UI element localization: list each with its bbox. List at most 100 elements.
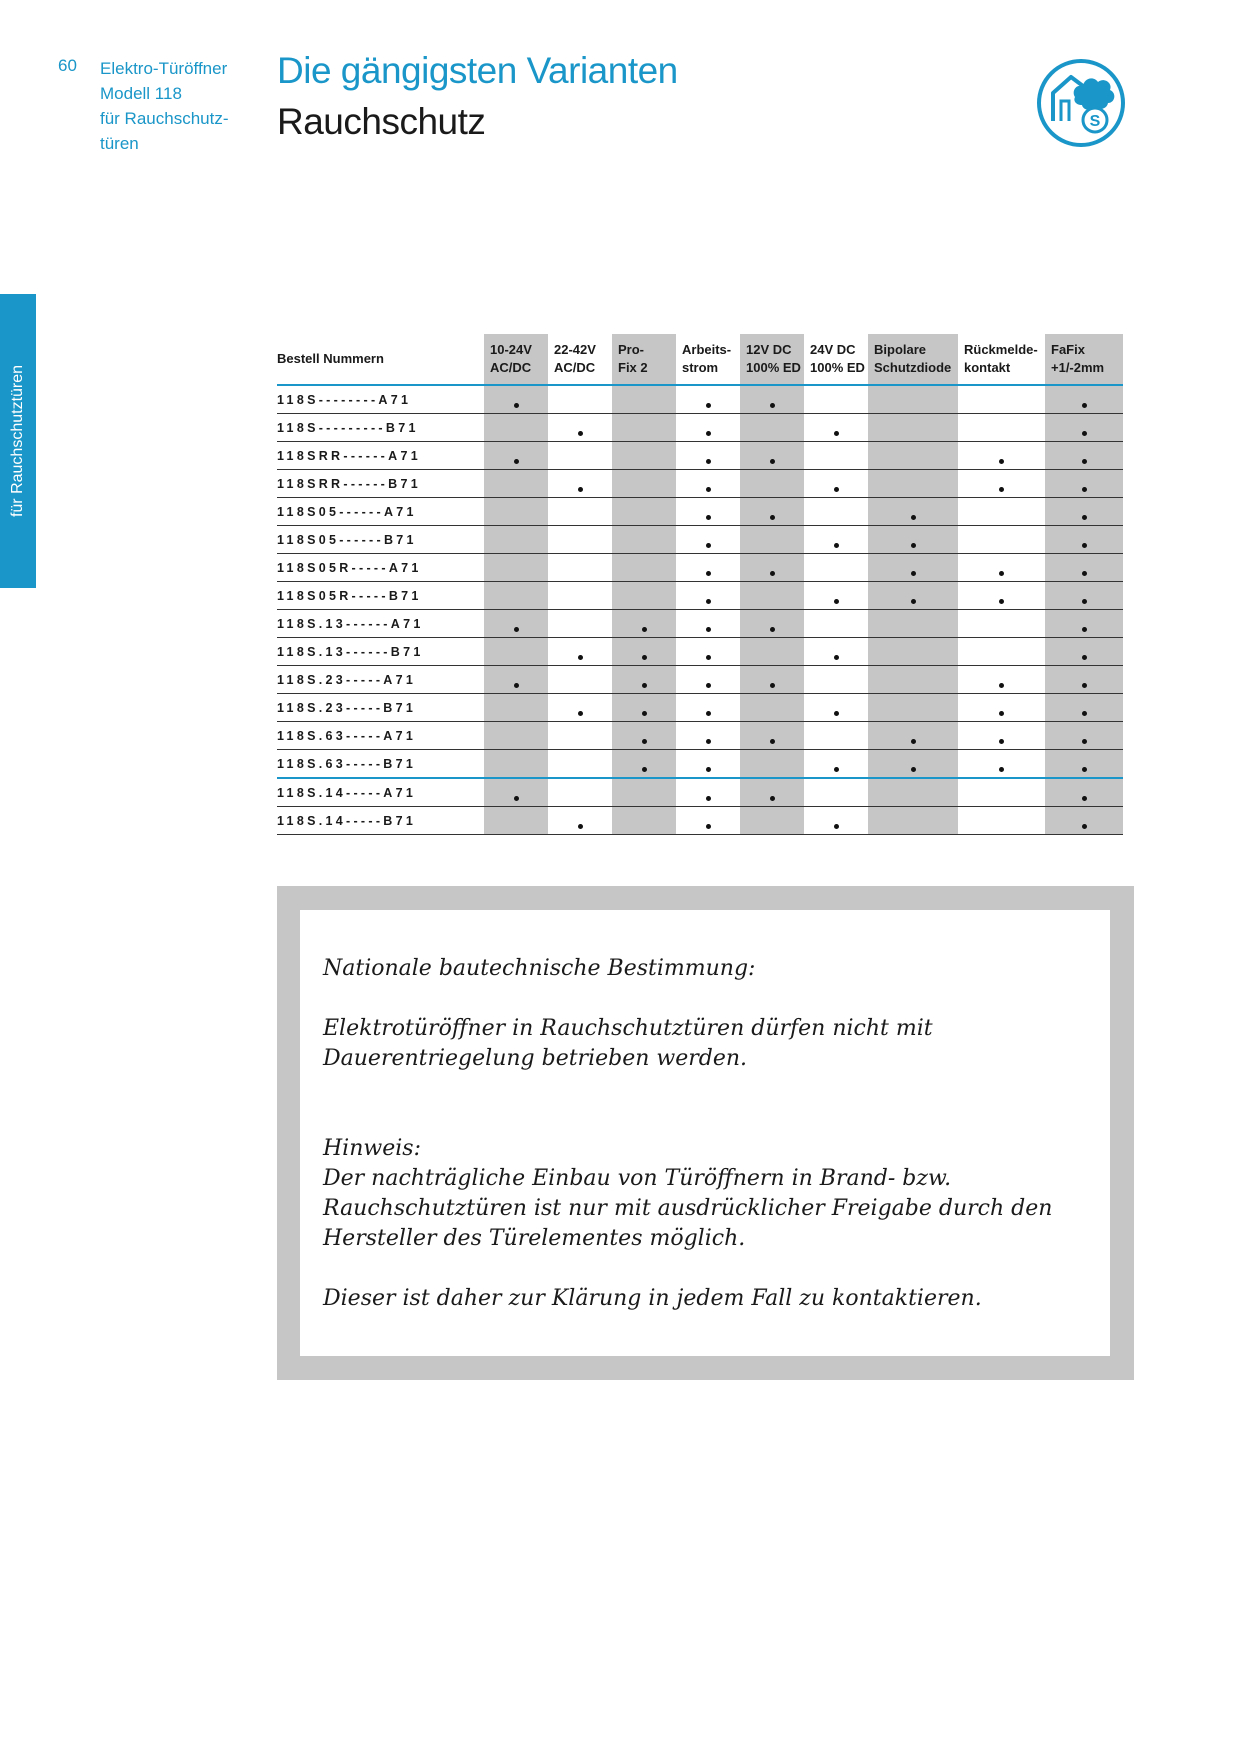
option-cell bbox=[612, 525, 676, 554]
bullet-mark bbox=[999, 571, 1004, 576]
option-cell bbox=[740, 637, 804, 666]
bullet-mark bbox=[999, 459, 1004, 464]
option-cell bbox=[740, 609, 804, 638]
option-cell bbox=[804, 637, 868, 666]
option-cell bbox=[1045, 749, 1123, 779]
column-header-line1: 10-24V bbox=[490, 342, 532, 357]
bullet-mark bbox=[705, 571, 711, 576]
bullet-mark bbox=[910, 515, 916, 520]
order-number: 118S---------B71 bbox=[277, 413, 484, 442]
table-row: 118S--------A71 bbox=[277, 385, 1123, 414]
option-cell bbox=[1045, 778, 1123, 807]
option-cell bbox=[676, 553, 740, 582]
bullet-mark bbox=[705, 627, 711, 632]
bullet-mark bbox=[910, 543, 916, 548]
option-cell bbox=[676, 609, 740, 638]
bullet-mark bbox=[641, 683, 647, 688]
option-cell bbox=[612, 806, 676, 835]
bullet-mark bbox=[910, 767, 916, 772]
option-cell bbox=[868, 497, 958, 526]
option-cell bbox=[868, 637, 958, 666]
option-cell bbox=[676, 441, 740, 470]
table-row: 118S.23-----A71 bbox=[277, 665, 1123, 694]
bullet-mark bbox=[910, 571, 916, 576]
option-cell bbox=[676, 693, 740, 722]
option-cell bbox=[958, 553, 1045, 582]
bullet-mark bbox=[1081, 711, 1087, 716]
bullet-mark bbox=[833, 487, 839, 492]
option-cell bbox=[740, 469, 804, 498]
order-number: 118S05R-----B71 bbox=[277, 581, 484, 610]
bullet-mark bbox=[513, 683, 519, 688]
option-cell bbox=[676, 497, 740, 526]
table-row: 118S05------A71 bbox=[277, 497, 1123, 526]
option-cell bbox=[676, 525, 740, 554]
bullet-mark bbox=[833, 711, 839, 716]
option-cell bbox=[548, 665, 612, 694]
option-cell bbox=[804, 778, 868, 807]
order-number: 118S.63-----A71 bbox=[277, 721, 484, 750]
bullet-mark bbox=[833, 599, 839, 604]
bullet-mark bbox=[1081, 515, 1087, 520]
order-number: 118SRR------A71 bbox=[277, 441, 484, 470]
bullet-mark bbox=[513, 796, 519, 801]
table-row: 118S.23-----B71 bbox=[277, 693, 1123, 722]
logo-letter: S bbox=[1090, 113, 1101, 130]
option-cell bbox=[484, 441, 548, 470]
option-cell bbox=[740, 441, 804, 470]
table-row: 118S.63-----A71 bbox=[277, 721, 1123, 750]
option-cell bbox=[548, 469, 612, 498]
option-cell bbox=[740, 778, 804, 807]
bullet-mark bbox=[769, 739, 775, 744]
bullet-mark bbox=[1081, 655, 1087, 660]
option-cell bbox=[804, 525, 868, 554]
option-cell bbox=[1045, 609, 1123, 638]
table-row: 118SRR------B71 bbox=[277, 469, 1123, 498]
option-cell bbox=[484, 581, 548, 610]
order-number: 118S05------B71 bbox=[277, 525, 484, 554]
option-cell bbox=[740, 525, 804, 554]
order-number: 118S.63-----B71 bbox=[277, 749, 484, 779]
option-cell bbox=[804, 693, 868, 722]
option-cell bbox=[804, 609, 868, 638]
option-cell bbox=[804, 721, 868, 750]
order-number: 118S.23-----A71 bbox=[277, 665, 484, 694]
column-header-line1: Rückmelde- bbox=[964, 342, 1038, 357]
bullet-mark bbox=[999, 711, 1004, 716]
bullet-mark bbox=[999, 767, 1004, 772]
option-cell bbox=[1045, 413, 1123, 442]
option-cell bbox=[676, 778, 740, 807]
option-cell bbox=[612, 413, 676, 442]
table-row: 118S---------B71 bbox=[277, 413, 1123, 442]
notice-heading-regulation: Nationale bautechnische Bestimmung: bbox=[323, 956, 756, 981]
option-cell bbox=[868, 413, 958, 442]
column-header-line1: 24V DC bbox=[810, 342, 856, 357]
bullet-mark bbox=[641, 627, 647, 632]
option-cell bbox=[740, 385, 804, 414]
option-cell bbox=[484, 609, 548, 638]
bullet-mark bbox=[1081, 599, 1087, 604]
table-row: 118S05R-----A71 bbox=[277, 553, 1123, 582]
column-header: Arbeits-strom bbox=[676, 334, 740, 386]
option-cell bbox=[612, 385, 676, 414]
order-number: 118S.14-----A71 bbox=[277, 778, 484, 807]
option-cell bbox=[740, 806, 804, 835]
option-cell bbox=[958, 665, 1045, 694]
option-cell bbox=[548, 778, 612, 807]
bullet-mark bbox=[1081, 796, 1087, 801]
option-cell bbox=[484, 525, 548, 554]
column-header-line2: Fix 2 bbox=[618, 360, 648, 375]
bullet-mark bbox=[513, 627, 519, 632]
option-cell bbox=[484, 806, 548, 835]
header-meta-line: Elektro-Türöffner bbox=[100, 59, 228, 78]
option-cell bbox=[1045, 806, 1123, 835]
option-cell bbox=[958, 525, 1045, 554]
bullet-mark bbox=[577, 487, 583, 492]
option-cell bbox=[868, 441, 958, 470]
notice-hint-text: Der nachträgliche Einbau von Türöffnern … bbox=[323, 1166, 1053, 1251]
bullet-mark bbox=[641, 767, 647, 772]
